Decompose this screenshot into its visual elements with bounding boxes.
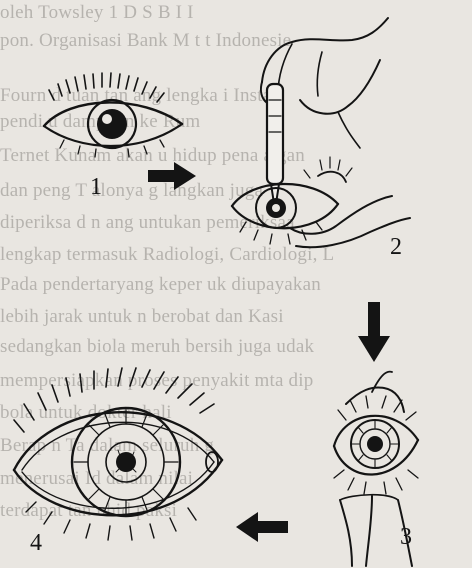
step-1-label: 1 bbox=[90, 174, 102, 201]
open-eye-drawing bbox=[44, 73, 182, 157]
hand-with-dropper-drawing bbox=[232, 18, 410, 247]
step-2-label: 2 bbox=[390, 234, 402, 261]
arrow-left-icon bbox=[236, 512, 288, 542]
arrow-down-icon bbox=[358, 302, 390, 362]
arrow-right-icon bbox=[148, 162, 196, 190]
step-4-label: 4 bbox=[30, 530, 42, 557]
step-3-label: 3 bbox=[400, 524, 412, 551]
large-eye-drawing bbox=[14, 368, 222, 540]
